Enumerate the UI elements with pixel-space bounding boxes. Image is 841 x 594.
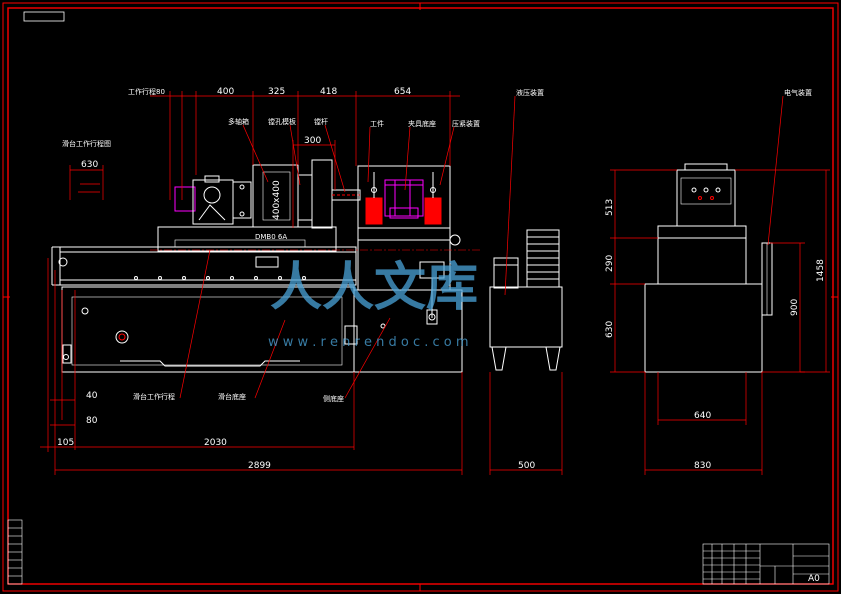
- label-side-base: 侧底座: [323, 394, 344, 403]
- dim-300: 300: [304, 136, 321, 146]
- dim-1458: 1458: [816, 259, 826, 282]
- label-slide-stroke-diagram: 滑台工作行程图: [62, 139, 111, 148]
- dim-654: 654: [394, 87, 411, 97]
- watermark: 人人文库 w w w . r e n r e n d o c . c o m: [268, 258, 478, 350]
- dim-500: 500: [518, 461, 535, 471]
- dimension-texts: 400 325 418 654 300 630 400x400 40 80 10…: [57, 87, 826, 471]
- dim-2030: 2030: [204, 438, 227, 448]
- label-stroke-80: 工作行程80: [128, 87, 165, 96]
- label-workpiece: 工件: [370, 119, 384, 128]
- label-multi-axle: 多轴箱: [228, 117, 249, 126]
- dim-418: 418: [320, 87, 337, 97]
- title-block: [702, 543, 830, 585]
- label-boring-template: 镗孔模板: [268, 117, 296, 126]
- dim-630-side: 630: [605, 321, 615, 338]
- electric-cabinet: [676, 169, 736, 227]
- cylinder-left: [365, 197, 383, 225]
- watermark-url: w w w . r e n r e n d o c . c o m: [268, 335, 469, 350]
- dim-630-left: 630: [81, 160, 98, 170]
- slide-table: [157, 226, 337, 252]
- dimension-lines: [40, 91, 830, 475]
- revision-strip: [7, 519, 23, 585]
- boring-bar: [331, 189, 361, 201]
- dim-40: 40: [86, 391, 98, 401]
- dim-325: 325: [268, 87, 285, 97]
- dim-400x400: 400x400: [272, 180, 282, 220]
- watermark-main: 人人文库: [270, 258, 478, 318]
- sheet-size: A0: [808, 574, 820, 584]
- label-electric-cabinet: 电气装置: [784, 88, 812, 97]
- dim-513: 513: [605, 199, 615, 216]
- label-slide-base: 滑台底座: [218, 392, 246, 401]
- label-hydraulic-station: 液压装置: [516, 88, 544, 97]
- dim-400: 400: [217, 87, 234, 97]
- hydraulic-station: [489, 229, 563, 371]
- dim-2899: 2899: [248, 461, 271, 471]
- dim-830: 830: [694, 461, 711, 471]
- dim-640: 640: [694, 411, 711, 421]
- drawing-number-box: [23, 11, 65, 22]
- component-labels: 工作行程80 多轴箱 镗孔模板 镗杆 工件 夹具底座 压紧装置 液压装置 电气装…: [62, 87, 812, 403]
- spindle-motor: [174, 175, 252, 225]
- multi-axle-box: [252, 164, 299, 228]
- cylinder-right: [424, 197, 442, 225]
- label-fixture-base: 夹具底座: [408, 119, 436, 128]
- carriage: [255, 256, 279, 268]
- dim-80: 80: [86, 416, 98, 426]
- side-base-body: [353, 289, 463, 373]
- label-boring-bar: 镗杆: [314, 117, 328, 126]
- label-slide-stroke: 滑台工作行程: [133, 392, 175, 401]
- dim-900: 900: [790, 299, 800, 316]
- front-view: [51, 159, 463, 373]
- label-head-code: DMB0 6A: [255, 233, 287, 241]
- label-pressing-device: 压紧装置: [452, 119, 480, 128]
- side-view: [644, 163, 773, 373]
- dim-105: 105: [57, 438, 74, 448]
- dim-290: 290: [605, 255, 615, 272]
